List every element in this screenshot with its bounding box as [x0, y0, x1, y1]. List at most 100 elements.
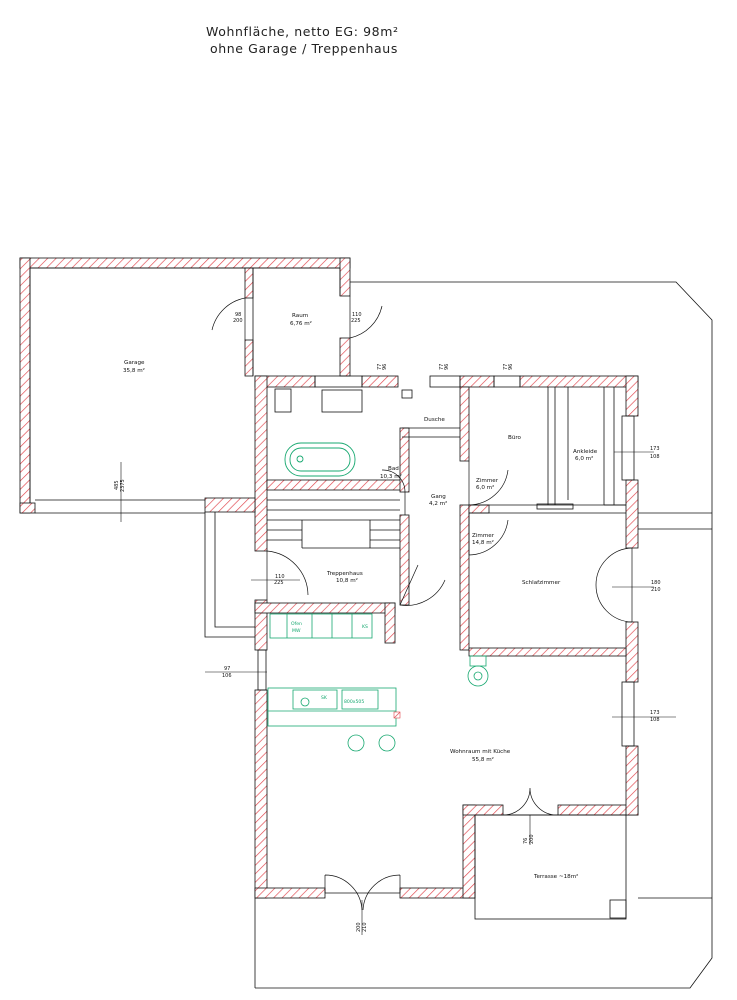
dim-12-bottom: 210 — [362, 922, 368, 932]
dim-4-bottom: 96 — [444, 364, 450, 370]
kitchen-counter-top — [269, 613, 373, 639]
kitchen-sink — [292, 689, 338, 710]
wall-main-top-d — [519, 375, 639, 388]
area-wohnraum: 55,8 m² — [472, 756, 494, 763]
door-raum-left — [211, 297, 246, 340]
wall-gang-right-lower — [459, 504, 470, 651]
dim-7-bottom: 225 — [274, 580, 284, 586]
label-ks: KS — [362, 624, 368, 630]
wall-zimmer-divider — [468, 504, 490, 514]
kitchen-cooktop — [341, 689, 379, 710]
label-schlafzimmer: Schlafzimmer — [522, 580, 561, 586]
area-zimmer-6: 6,0 m² — [476, 484, 494, 491]
wall-garage-right-upper — [339, 257, 351, 297]
plan-title-line1: Wohnfläche, netto EG: 98m² — [206, 24, 399, 39]
wall-main-right-b — [625, 479, 639, 549]
door-zimmer-14 — [468, 513, 509, 556]
wall-bath-bottom — [266, 479, 406, 491]
dim-2-bottom: 225 — [351, 318, 361, 324]
dim-2-top: 110 — [352, 312, 362, 318]
dim-3-top: 77 — [377, 364, 383, 370]
wall-main-left-lower — [254, 689, 268, 899]
wall-main-right-c — [625, 621, 639, 683]
wall-main-bottom-a — [254, 887, 326, 899]
dim-11-bottom: 200 — [529, 834, 535, 844]
area-gang: 4,2 m² — [429, 500, 447, 507]
wall-main-left-upper — [254, 375, 268, 552]
label-ankleide: Ankleide — [573, 449, 598, 455]
wall-gang-left-upper — [399, 427, 410, 493]
area-bad: 10,3 m² — [380, 473, 402, 480]
dim-garage-door-top: 485 — [114, 480, 120, 490]
label-bad: Bad — [388, 466, 399, 472]
doors — [211, 296, 633, 911]
wall-wohnraum-top-stub — [384, 602, 396, 644]
dim-8-top: 180 — [651, 580, 661, 586]
wall-raum-left-lower — [244, 339, 254, 377]
label-zimmer-6: Zimmer — [476, 478, 499, 484]
dim-10-bottom: 108 — [650, 717, 660, 723]
plan-title-line2: ohne Garage / Treppenhaus — [210, 41, 398, 56]
room-labels: Garage 35,8 m² Raum 6,76 m² Dusche Bad 1… — [123, 313, 598, 880]
dim-4-top: 77 — [439, 364, 445, 370]
wall-garage-right-lower — [339, 337, 351, 377]
door-zimmer-6 — [468, 461, 509, 506]
area-treppenhaus: 10,8 m² — [336, 577, 358, 584]
wall-main-right-d — [625, 745, 639, 816]
area-raum: 6,76 m² — [290, 320, 312, 327]
dim-6-bottom: 108 — [650, 454, 660, 460]
dim-10-top: 173 — [650, 710, 660, 716]
walls — [19, 257, 639, 899]
wall-garage-left — [19, 257, 31, 514]
wall-terrace-top-a — [462, 804, 504, 816]
dim-6-top: 173 — [650, 446, 660, 452]
door-schlafzimmer — [595, 547, 633, 623]
label-zimmer-14: Zimmer — [472, 533, 495, 539]
kitchen-furniture — [267, 613, 489, 752]
dim-5-bottom: 96 — [508, 364, 514, 370]
dining-table — [467, 665, 489, 687]
door-gang — [399, 564, 446, 606]
wall-garage-top — [19, 257, 351, 269]
door-terrasse — [502, 787, 559, 816]
dimension-lines — [120, 451, 676, 935]
wall-gang-left-lower — [399, 514, 410, 606]
door-treppenhaus — [266, 550, 309, 600]
label-terrasse: Terrasse ~18m² — [533, 873, 578, 880]
area-ankleide: 6,0 m² — [575, 455, 593, 462]
dim-5-top: 77 — [503, 364, 509, 370]
door-wohnraum-bottom — [324, 874, 401, 911]
wall-main-top-b — [361, 375, 399, 388]
bar-stool-1 — [347, 734, 365, 752]
label-sk: SK — [321, 695, 328, 701]
door-raum-right — [349, 296, 383, 339]
bar-stool-2 — [378, 734, 396, 752]
dim-12-top: 200 — [356, 922, 362, 932]
dim-7-top: 110 — [275, 574, 285, 580]
wall-gang-right-upper — [459, 386, 470, 462]
label-ofen: Ofen — [291, 621, 302, 627]
dimension-labels: 98 200 110 225 77 96 77 96 77 96 485 237… — [114, 312, 661, 932]
label-wohnraum: Wohnraum mit Küche — [450, 749, 511, 755]
label-dusche: Dusche — [424, 417, 445, 423]
label-treppenhaus: Treppenhaus — [326, 571, 363, 577]
area-garage: 35,8 m² — [123, 367, 145, 374]
dim-1-top: 98 — [235, 312, 241, 318]
wall-garage-bottom — [19, 502, 36, 514]
wall-main-top-c — [459, 375, 495, 388]
wall-main-right-a — [625, 375, 639, 417]
outlines — [29, 267, 713, 989]
label-raum: Raum — [292, 313, 308, 319]
dim-8-bottom: 210 — [651, 587, 661, 593]
label-buero: Büro — [508, 435, 522, 441]
dim-11-top: 76 — [523, 838, 529, 844]
wall-terrace-left — [462, 804, 476, 899]
kitchen-island — [267, 687, 397, 727]
label-cooktop: 800x505 — [344, 699, 364, 705]
dim-9-top: 97 — [224, 666, 230, 672]
wall-raum-left-upper — [244, 267, 254, 299]
wall-schlafzimmer-bottom — [468, 647, 627, 657]
dim-3-bottom: 96 — [382, 364, 388, 370]
island-hatch-mark — [393, 711, 401, 719]
